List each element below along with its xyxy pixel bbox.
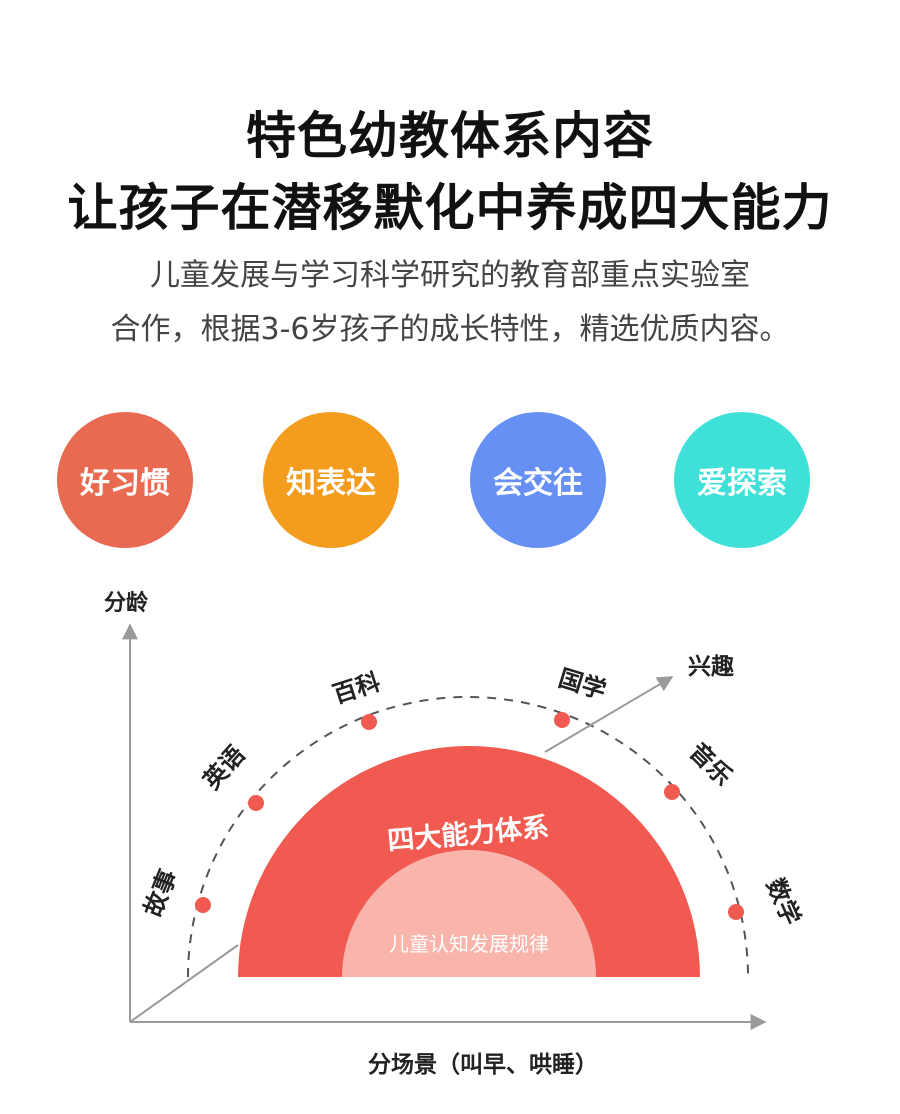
topic-orbit-dashed	[187, 696, 749, 978]
axis-diagonal-left	[129, 944, 239, 1023]
axis-z-label: 兴趣	[688, 654, 735, 680]
topic-dot-sinology	[554, 712, 570, 728]
topic-label-encyclopedia: 百科	[329, 668, 383, 709]
subtitle-line-2: 合作，根据3-6岁孩子的成长特性，精选优质内容。	[110, 312, 790, 347]
ability-label: 知表达	[286, 466, 376, 501]
ability-label: 爱探索	[697, 466, 787, 501]
topic-label-music: 音乐	[684, 737, 738, 791]
topic-dot-music	[664, 784, 680, 800]
topic-label-math: 数学	[761, 874, 806, 929]
ability-circle-social: 会交往	[470, 412, 606, 548]
ability-circle-expression: 知表达	[263, 412, 399, 548]
topic-dot-english	[248, 795, 264, 811]
ability-circle-exploration: 爱探索	[674, 412, 810, 548]
topic-dot-math	[728, 904, 744, 920]
title-line-1: 特色幼教体系内容	[246, 107, 654, 165]
ability-label: 好习惯	[80, 466, 170, 501]
title-line-2: 让孩子在潜移默化中养成四大能力	[67, 179, 833, 237]
inner-arc-label: 儿童认知发展规律	[389, 932, 549, 956]
topic-label-story: 故事	[139, 866, 183, 921]
axis-diagonal-right	[544, 676, 674, 753]
ability-circle-good-habits: 好习惯	[57, 412, 193, 548]
axis-x-label: 分场景（叫早、哄睡）	[368, 1051, 598, 1078]
ability-label: 会交往	[493, 466, 583, 501]
topic-label-english: 英语	[198, 740, 251, 794]
subtitle-line-1: 儿童发展与学习科学研究的教育部重点实验室	[150, 258, 750, 293]
cognitive-development-arc	[342, 850, 596, 977]
topic-label-sinology: 国学	[555, 664, 609, 705]
topic-dot-story	[195, 897, 211, 913]
axis-y-label: 分龄	[104, 590, 149, 616]
topic-dot-encyclopedia	[361, 714, 377, 730]
